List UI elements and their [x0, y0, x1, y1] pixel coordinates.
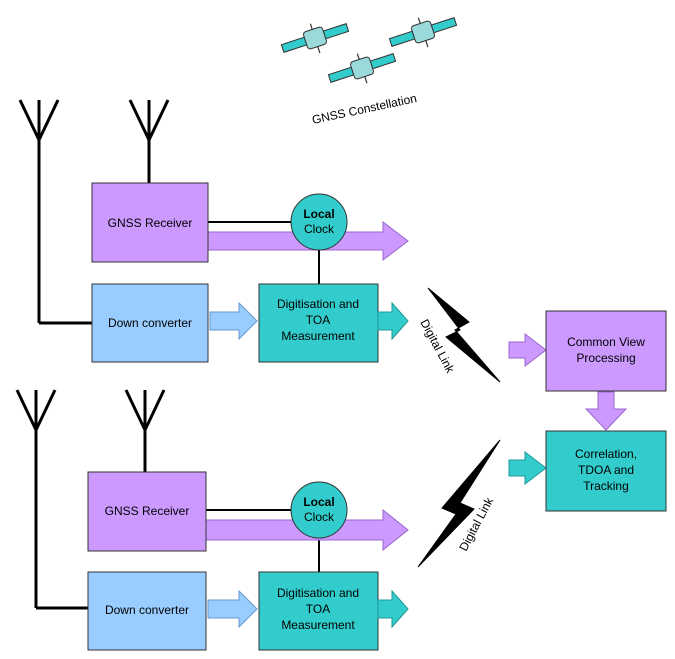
digitiser-output-arrow — [377, 301, 409, 341]
correlation-input-arrow — [508, 450, 547, 486]
down-converter-label: Down converter — [105, 603, 189, 617]
central-processing: Common View Processing Correlation, TDOA… — [508, 310, 667, 512]
converter-output-arrow — [209, 301, 258, 341]
gnss-receiver-label: GNSS Receiver — [108, 216, 193, 230]
down-converter-label: Down converter — [108, 316, 192, 330]
digitisation-label-2: TOA — [306, 602, 330, 616]
common-view-label-2: Processing — [576, 351, 635, 365]
antenna-icon — [124, 389, 166, 472]
satellite-icon — [327, 53, 397, 84]
digitisation-label-1: Digitisation and — [277, 586, 359, 600]
correlation-label-1: Correlation, — [575, 447, 637, 461]
gnss-receiver-box — [87, 471, 207, 552]
local-clock-label-1: Local — [303, 207, 334, 221]
converter-output-arrow — [207, 589, 258, 629]
common-view-label-1: Common View — [567, 335, 645, 349]
lightning-bolt-icon — [427, 287, 501, 383]
down-converter-box — [91, 283, 209, 363]
correlation-label-2: TDOA and — [578, 463, 634, 477]
digitisation-label-2: TOA — [306, 313, 330, 327]
station-bottom: GNSS Receiver Local Clock Down converter… — [15, 389, 409, 651]
common-view-input-arrow — [508, 332, 547, 368]
gnss-receiver-label: GNSS Receiver — [105, 504, 190, 518]
satellite-icon — [280, 23, 350, 54]
constellation-label: GNSS Constellation — [311, 91, 418, 127]
local-clock — [290, 193, 348, 251]
local-clock-label-2: Clock — [304, 222, 335, 236]
digital-link-bottom: Digital Link — [417, 439, 501, 568]
local-clock-label-2: Clock — [304, 510, 335, 524]
antenna-icon — [15, 389, 88, 610]
gnss-receiver-box — [91, 182, 209, 263]
gnss-constellation: GNSS Constellation — [280, 17, 458, 127]
antenna-icon — [128, 99, 170, 183]
correlation-box — [545, 430, 667, 512]
digital-link-label: Digital Link — [417, 317, 457, 376]
satellite-icon — [388, 17, 458, 48]
digitiser-output-arrow — [377, 589, 409, 629]
correlation-label-3: Tracking — [583, 479, 629, 493]
station-top: GNSS Receiver Local Clock Down converter… — [18, 99, 409, 363]
common-view-output-arrow — [584, 391, 628, 431]
common-view-box — [545, 310, 667, 392]
digital-link-label: Digital Link — [456, 494, 496, 553]
digital-link-top: Digital Link — [417, 287, 501, 383]
local-clock — [290, 481, 348, 539]
digitisation-label-1: Digitisation and — [277, 297, 359, 311]
digitisation-box — [258, 283, 379, 363]
digitisation-box — [258, 571, 379, 651]
antenna-icon — [18, 99, 92, 325]
local-clock-label-1: Local — [303, 495, 334, 509]
digitisation-label-3: Measurement — [281, 618, 355, 632]
down-converter-box — [87, 571, 207, 651]
lightning-bolt-icon — [417, 439, 501, 568]
digitisation-label-3: Measurement — [281, 329, 355, 343]
